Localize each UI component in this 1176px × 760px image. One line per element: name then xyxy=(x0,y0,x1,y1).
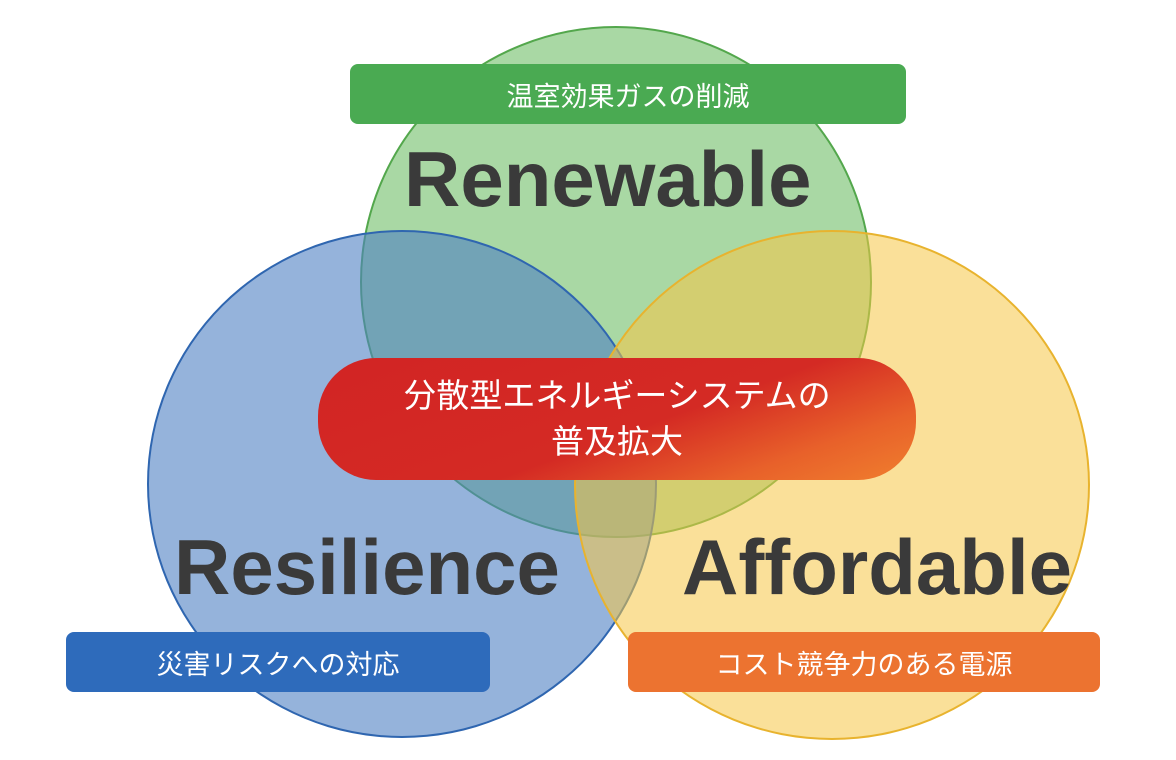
renewable-title: Renewable xyxy=(404,135,812,223)
resilience-title: Resilience xyxy=(174,523,560,611)
renewable-tag: 温室効果ガスの削減 xyxy=(350,64,906,124)
affordable-title: Affordable xyxy=(682,523,1072,611)
center-core-line-1: 分散型エネルギーシステムの xyxy=(403,376,831,415)
center-core-line-2: 普及拡大 xyxy=(551,422,683,461)
affordable-tag: コスト競争力のある電源 xyxy=(628,632,1100,692)
resilience-tag: 災害リスクへの対応 xyxy=(66,632,490,692)
center-core-label: 分散型エネルギーシステムの 普及拡大 xyxy=(318,358,916,480)
